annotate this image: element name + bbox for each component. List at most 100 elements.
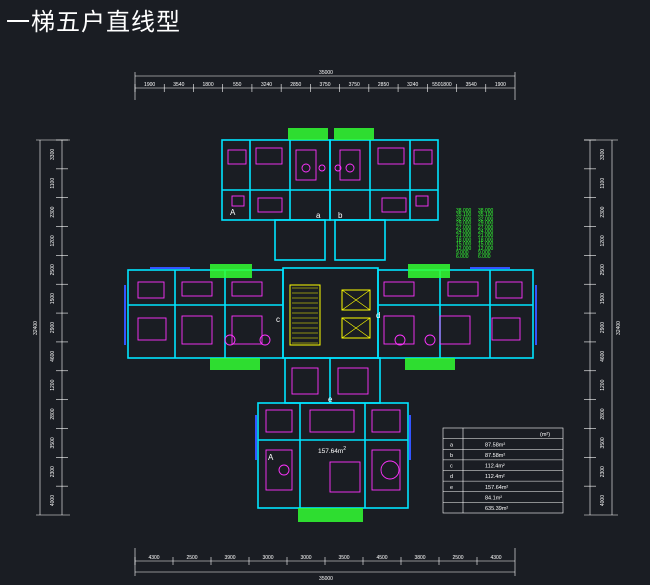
dim-segment-label: 1200 — [50, 235, 56, 246]
furniture-block — [137, 317, 167, 341]
elevation-value: 12.000 — [456, 246, 472, 252]
room-label-c: c — [276, 315, 280, 324]
area-table-value: 635.39m² — [485, 506, 508, 512]
elevation-value: 38.000 — [478, 208, 494, 214]
dim-segment-label: 4600 — [50, 351, 56, 362]
dim-segment-label: 550 — [233, 82, 242, 88]
room-label-d: d — [376, 311, 380, 320]
area-table-key: a — [450, 442, 454, 448]
dim-segment-label: 3300 — [50, 149, 56, 160]
unit-a-b-walls — [221, 139, 439, 261]
stair-marker-left: A — [230, 208, 236, 217]
furniture-block — [415, 195, 429, 207]
elevation-value: 15.000 — [456, 242, 472, 248]
furniture-block — [337, 367, 369, 395]
elevation-value: 15.000 — [478, 242, 494, 248]
furniture-block — [231, 195, 245, 207]
dim-segment-label: 3500 — [600, 437, 606, 448]
elevation-value: 29.000 — [456, 221, 472, 227]
furniture-round — [318, 164, 326, 172]
area-table-key: e — [450, 485, 453, 491]
dim-segment-label: 4500 — [376, 555, 387, 561]
dim-segment-label: 3800 — [414, 555, 425, 561]
furniture-block — [255, 147, 283, 165]
furniture-block — [309, 409, 355, 433]
right-dimension-chain — [584, 139, 618, 516]
elevation-value: 21.000 — [478, 233, 494, 239]
area-table-value: 84.1m² — [485, 495, 502, 501]
dim-segment-label: 2300 — [50, 206, 56, 217]
furniture-block — [265, 449, 293, 491]
dim-segment-label: 1100 — [600, 178, 606, 189]
dim-segment-label: 1900 — [144, 82, 155, 88]
furniture-round — [278, 464, 290, 476]
balcony-top-right — [334, 128, 374, 140]
balcony-d-top — [408, 264, 450, 278]
dim-segment-label: 2800 — [50, 408, 56, 419]
overall-height-right: 32400 — [616, 321, 622, 335]
area-table-key: c — [450, 464, 453, 470]
furniture-round — [259, 334, 271, 346]
unit-e-area-label: 157.64m2 — [318, 446, 346, 455]
furniture-block — [291, 367, 319, 395]
elevation-value: 9.000 — [478, 250, 491, 256]
elevation-value: 21.000 — [456, 233, 472, 239]
furniture-layer — [137, 147, 523, 493]
dim-segment-label: 1100 — [50, 178, 56, 189]
dim-segment-label: 5501800 — [432, 82, 452, 88]
dim-segment-label: 3500 — [338, 555, 349, 561]
elevation-value: 32.000 — [478, 216, 494, 222]
dim-segment-label: 1200 — [600, 379, 606, 390]
furniture-block — [413, 149, 433, 165]
furniture-block — [181, 315, 213, 345]
area-table-value: 157.64m² — [485, 485, 508, 491]
furniture-block — [495, 281, 523, 299]
elevation-value: 35.100 — [456, 212, 472, 218]
furniture-block — [181, 281, 213, 297]
dim-segment-label: 1800 — [203, 82, 214, 88]
balcony-e-bottom — [298, 508, 363, 522]
dim-segment-label: 3750 — [349, 82, 360, 88]
furniture-block — [227, 149, 247, 165]
stair-marker-e: A — [268, 453, 274, 462]
furniture-block — [377, 147, 405, 165]
furniture-block — [439, 315, 471, 345]
dim-segment-label: 3300 — [600, 149, 606, 160]
furniture-round — [345, 163, 355, 173]
right-dimension-ticks: 3300110023001200250015002900460012002800… — [584, 139, 606, 506]
dim-segment-label: 3240 — [261, 82, 272, 88]
furniture-block — [491, 317, 521, 341]
dim-segment-label: 3500 — [50, 437, 56, 448]
room-label-b: b — [338, 211, 343, 220]
furniture-block — [339, 149, 361, 181]
page-title: 一梯五户直线型 — [6, 8, 181, 36]
dim-segment-label: 3900 — [224, 555, 235, 561]
room-label-e: e — [328, 395, 333, 404]
dim-segment-label: 4300 — [148, 555, 159, 561]
balcony-c-bottom — [210, 358, 260, 370]
balcony-d-bottom — [405, 358, 455, 370]
furniture-round — [380, 460, 400, 480]
furniture-block — [381, 197, 407, 213]
elevation-value: 18.000 — [478, 237, 494, 243]
elevation-value: 27.000 — [478, 225, 494, 231]
area-table-unit-header: (m²) — [540, 432, 550, 438]
furniture-block — [295, 149, 317, 181]
dim-segment-label: 1500 — [50, 293, 56, 304]
area-table-value: 87.58m² — [485, 453, 505, 459]
dim-segment-label: 3540 — [466, 82, 477, 88]
dim-segment-label: 2300 — [600, 206, 606, 217]
elevation-value: 38.000 — [456, 208, 472, 214]
furniture-block — [383, 315, 415, 345]
furniture-round — [424, 334, 436, 346]
area-table-value: 112.4m² — [485, 464, 505, 470]
left-dimension-ticks: 3300110023001200250015002900460012002800… — [50, 139, 68, 506]
dim-segment-label: 2900 — [600, 322, 606, 333]
elevation-value: 35.100 — [478, 212, 494, 218]
elevation-value: 18.000 — [456, 237, 472, 243]
overall-width-bottom: 35000 — [319, 576, 333, 582]
furniture-block — [137, 281, 165, 299]
